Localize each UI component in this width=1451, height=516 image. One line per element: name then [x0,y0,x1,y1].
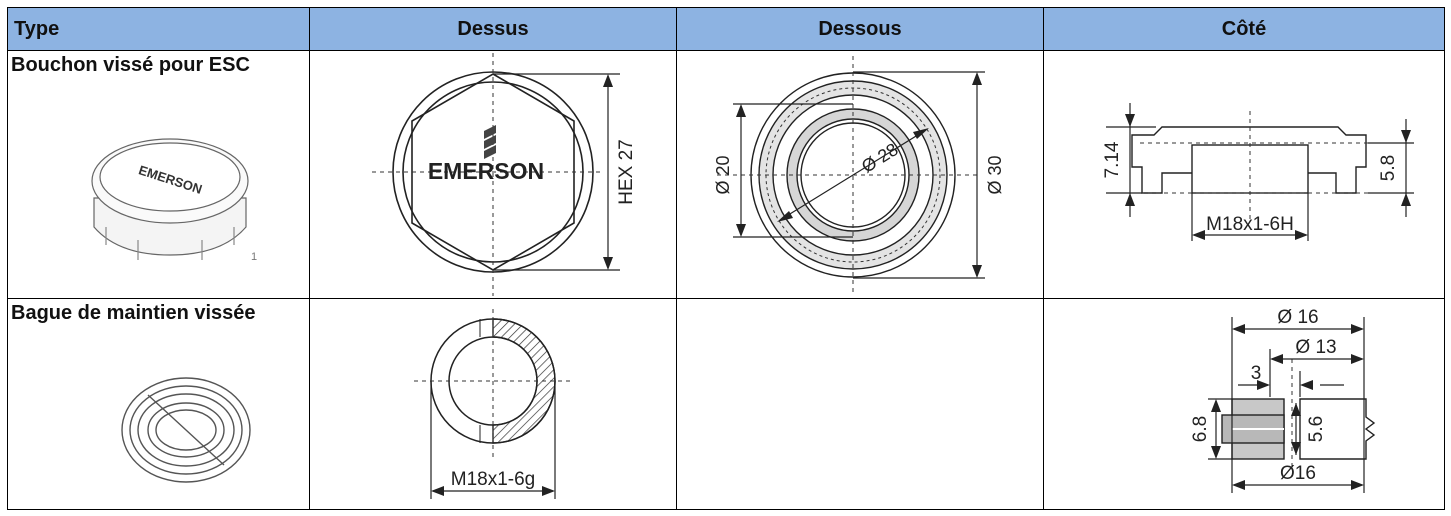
hex-dim: HEX 27 [616,139,637,204]
base-diameter: Ø16 [1280,463,1316,484]
inner-height-dim: 5.8 [1378,155,1399,181]
header-top: Dessus [309,7,677,51]
bottom-view-cell: Ø 20 Ø 28 Ø 30 [676,50,1044,299]
ring-photo [121,377,251,483]
cap-photo: EMERSON 1 [91,138,257,263]
table-row: Bouchon vissé pour ESC EMERSON 1 [7,50,1445,299]
bottom-view-cell-empty [676,298,1044,510]
inner-height-dim: 5.6 [1306,416,1327,442]
top-view-cell: M18x1-6g [309,298,677,510]
height-dim: 7.14 [1102,141,1123,178]
height-dim: 6.8 [1190,416,1211,442]
header-side: Côté [1043,7,1445,51]
side-view-cell: Ø 16 Ø 13 3 6.8 5.6 Ø16 [1043,298,1445,510]
width-dim: 3 [1251,363,1262,384]
cap-top-drawing: EMERSON HEX 27 [372,53,637,296]
type-cell: Bague de maintien vissée [7,298,310,510]
photo-mark: 1 [251,251,257,263]
cap-bottom-drawing: Ø 20 Ø 28 Ø 30 [713,56,1005,296]
row-label: Bague de maintien vissée [11,302,256,324]
emerson-emblem-icon [484,125,496,159]
header-row: Type Dessus Dessous Côté [7,7,1445,51]
ring-side-drawing: Ø 16 Ø 13 3 6.8 5.6 Ø16 [1190,307,1376,493]
inner-diameter: Ø 13 [1295,337,1336,358]
type-cell: Bouchon vissé pour ESC EMERSON 1 [7,50,310,299]
table-row: Bague de maintien vissée [7,298,1445,510]
cap-side-drawing: 7.14 5.8 M18x1-6H [1102,103,1414,241]
header-bottom: Dessous [676,7,1044,51]
ring-top-drawing: M18x1-6g [414,309,572,499]
side-view-cell: 7.14 5.8 M18x1-6H [1043,50,1445,299]
thread-dim: M18x1-6H [1206,214,1294,235]
outer-diameter: Ø 16 [1277,307,1318,328]
top-view-cell: EMERSON HEX 27 [309,50,677,299]
row-label: Bouchon vissé pour ESC [11,54,250,76]
thread-dim: M18x1-6g [451,469,536,490]
top-logo: EMERSON [428,158,544,184]
inner-diameter: Ø 20 [713,155,733,194]
header-type: Type [7,7,310,51]
product-table: Type Dessus Dessous Côté Bouchon vissé p… [7,7,1445,510]
outer-diameter: Ø 30 [985,155,1005,194]
